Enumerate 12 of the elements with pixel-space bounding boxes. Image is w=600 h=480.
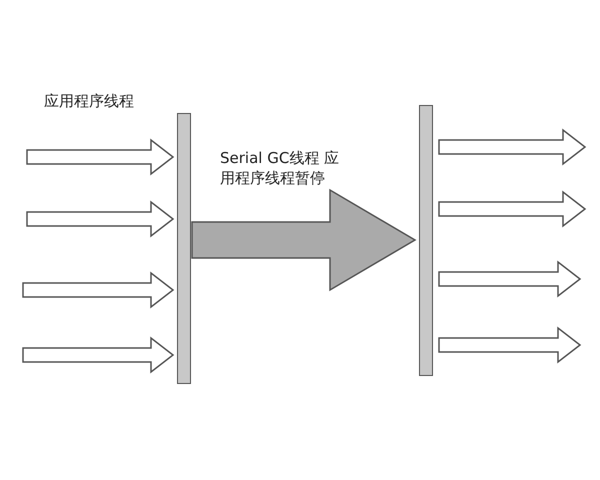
arrow xyxy=(26,200,174,238)
arrow xyxy=(438,326,582,364)
arrow xyxy=(191,188,416,292)
arrow xyxy=(22,271,174,309)
arrow xyxy=(438,128,586,166)
bar xyxy=(419,105,433,376)
arrow xyxy=(22,336,174,374)
bar xyxy=(177,113,191,384)
arrow xyxy=(438,260,582,298)
arrow xyxy=(438,190,586,228)
text-label: 应用程序线程 xyxy=(44,91,134,111)
arrow xyxy=(26,138,174,176)
